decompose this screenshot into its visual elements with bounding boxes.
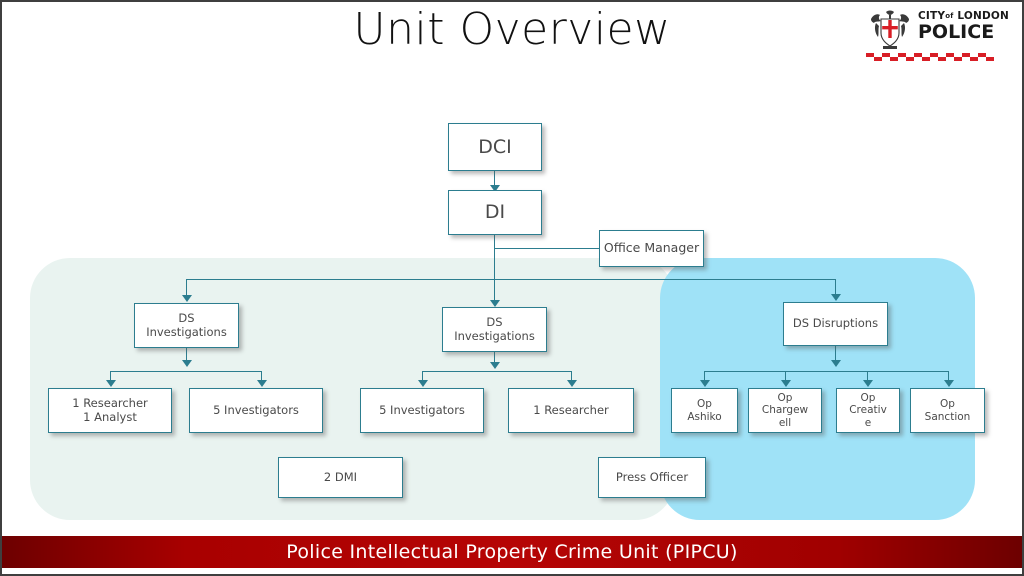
connector-ds-distribution-bar <box>186 279 836 281</box>
connector-ds3-drop <box>835 279 837 296</box>
footer-title: Police Intellectual Property Crime Unit … <box>286 541 738 563</box>
arrow-ds3-stem <box>831 360 841 367</box>
connector-ds2-child-stem <box>494 352 496 365</box>
op-creative-line1: Op <box>860 391 876 404</box>
node-ds-investigations-1[interactable]: DS Investigations <box>134 303 239 348</box>
node-investigators-left[interactable]: 5 Investigators <box>189 388 323 433</box>
node-op-creative[interactable]: Op Creativ e <box>836 388 900 433</box>
ds2-line2: Investigations <box>454 328 535 343</box>
op-chargewell-line1: Op <box>777 391 793 404</box>
node-ds-investigations-2[interactable]: DS Investigations <box>442 307 547 352</box>
connector-ds2-drop <box>494 279 496 302</box>
node-op-sanction[interactable]: Op Sanction <box>910 388 985 433</box>
arrow-ds1 <box>182 295 192 302</box>
node-office-manager[interactable]: Office Manager <box>599 230 704 267</box>
city-of-london-police-logo: CITYof LONDON POLICE <box>866 9 1009 61</box>
logo-line-police: POLICE <box>918 21 995 43</box>
researcher-analyst-line2: 1 Analyst <box>83 409 137 424</box>
op-sanction-line2: Sanction <box>924 410 971 423</box>
arrow-ds1-child-left <box>106 380 116 387</box>
op-creative-line3: e <box>864 416 872 429</box>
connector-di-stem <box>494 235 496 280</box>
node-researcher-analyst-label: 1 Researcher 1 Analyst <box>72 395 148 424</box>
op-chargewell-line2: Chargew <box>761 404 809 417</box>
node-op-ashiko[interactable]: Op Ashiko <box>671 388 738 433</box>
connector-ds1-childright-drop <box>261 371 263 382</box>
op-ashiko-line1: Op <box>697 398 712 411</box>
arrow-op-chargewell <box>781 380 791 387</box>
connector-op-creative-drop <box>867 371 869 382</box>
arrow-ds3 <box>831 294 841 301</box>
arrow-ds2-child-left <box>418 380 428 387</box>
connector-ds3-child-bar <box>704 371 949 373</box>
logo-of-text: of <box>945 12 954 20</box>
connector-ds2-child-bar <box>422 371 572 373</box>
node-investigators-mid[interactable]: 5 Investigators <box>360 388 484 433</box>
connector-di-office-manager <box>494 248 601 250</box>
arrow-dci-di <box>490 185 500 192</box>
page-title: Unit Overview <box>353 4 671 55</box>
arrow-ds1-child-right <box>257 380 267 387</box>
node-op-chargewell-label: Op Chargew ell <box>762 392 808 429</box>
node-ds-investigations-1-label: DS Investigations <box>146 310 227 339</box>
logo-city-text: CITY <box>918 10 946 22</box>
connector-op-ashiko-drop <box>704 371 706 382</box>
logo-line-city-of-london: CITYof LONDON <box>918 10 1009 22</box>
ds1-line1: DS <box>178 310 195 325</box>
node-dmi[interactable]: 2 DMI <box>278 457 403 498</box>
node-op-creative-label: Op Creativ e <box>849 392 887 429</box>
connector-ds1-child-stem <box>186 348 188 363</box>
coat-of-arms-icon <box>871 10 909 49</box>
node-op-chargewell[interactable]: Op Chargew ell <box>748 388 822 433</box>
node-press-officer[interactable]: Press Officer <box>598 457 706 498</box>
arrow-ds2-child-right <box>567 380 577 387</box>
node-researcher-mid[interactable]: 1 Researcher <box>508 388 634 433</box>
logo-london-text: LONDON <box>957 10 1009 22</box>
connector-op-chargewell-drop <box>785 371 787 382</box>
researcher-analyst-line1: 1 Researcher <box>72 395 148 410</box>
node-researcher-analyst[interactable]: 1 Researcher 1 Analyst <box>48 388 172 433</box>
arrow-ds1-stem <box>182 360 192 367</box>
node-op-ashiko-label: Op Ashiko <box>687 398 721 423</box>
connector-ds1-child-bar <box>110 371 262 373</box>
sillitoe-tartan-checker-icon <box>866 53 996 61</box>
connector-ds1-drop <box>186 279 188 298</box>
node-dci[interactable]: DCI <box>448 123 542 171</box>
slide-bottom-border <box>0 574 1024 576</box>
slide-right-border <box>1022 0 1024 576</box>
footer-banner: Police Intellectual Property Crime Unit … <box>2 536 1022 568</box>
connector-ds2-childright-drop <box>571 371 573 382</box>
slide-left-border <box>0 0 2 576</box>
connector-ds1-childleft-drop <box>110 371 112 382</box>
connector-dci-di <box>494 171 496 192</box>
op-creative-line2: Creativ <box>849 404 887 417</box>
arrow-op-creative <box>863 380 873 387</box>
slide-top-border <box>0 0 1024 2</box>
op-chargewell-line3: ell <box>778 416 792 429</box>
arrow-ds2 <box>490 300 500 307</box>
op-sanction-line1: Op <box>940 398 955 411</box>
connector-ds3-child-stem <box>835 346 837 363</box>
node-ds-disruptions[interactable]: DS Disruptions <box>783 302 888 346</box>
arrow-op-sanction <box>944 380 954 387</box>
connector-op-sanction-drop <box>948 371 950 382</box>
connector-ds2-childleft-drop <box>422 371 424 382</box>
node-ds-investigations-2-label: DS Investigations <box>454 314 535 343</box>
logo-wordmark: CITYof LONDON POLICE <box>918 10 1009 43</box>
op-ashiko-line2: Ashiko <box>687 410 722 423</box>
node-di[interactable]: DI <box>448 190 542 235</box>
node-op-sanction-label: Op Sanction <box>925 398 971 423</box>
arrow-ds2-stem <box>490 362 500 369</box>
arrow-op-ashiko <box>700 380 710 387</box>
ds2-line1: DS <box>486 314 503 329</box>
ds1-line2: Investigations <box>146 324 227 339</box>
